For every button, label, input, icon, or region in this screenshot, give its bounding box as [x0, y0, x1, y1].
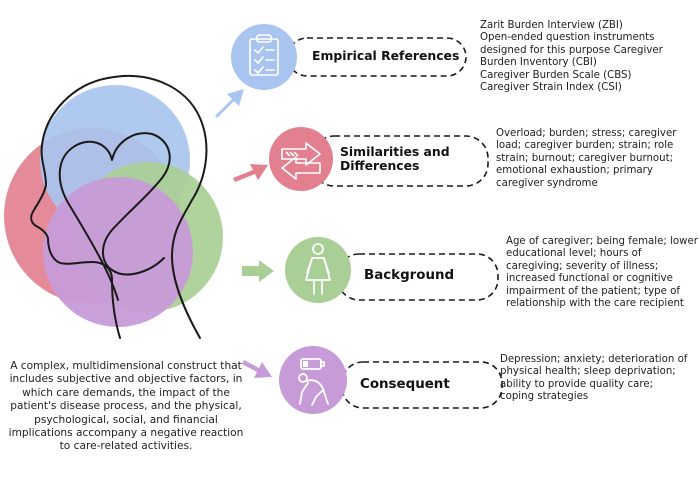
- empirical-line: Caregiver Burden Scale (CBS): [480, 69, 632, 81]
- background-circle: [285, 237, 351, 303]
- empirical-line: Caregiver Strain Index (CSI): [480, 82, 622, 94]
- background-line: educational level; hours of: [506, 248, 642, 260]
- consequent-line: coping strategies: [500, 391, 589, 403]
- arrow-icon-background: [242, 260, 274, 282]
- background-label: Background: [364, 268, 455, 283]
- consequent-line: ability to provide quality care;: [500, 378, 654, 390]
- similarities-label-line-2: Differences: [340, 158, 420, 173]
- similarities-text: Overload; burden; stress; caregiver load…: [496, 128, 696, 190]
- similarities-label-line-1: Similarities and: [340, 144, 450, 159]
- background-line: Age of caregiver; being female; lower: [506, 236, 698, 247]
- heart-icon: [58, 132, 171, 301]
- definition-text: A complex, multidimensional construct th…: [8, 360, 244, 453]
- consequent-text: Depression; anxiety; deterioration of ph…: [500, 354, 696, 404]
- clipboard-checklist-icon: [249, 34, 279, 76]
- background-line: caregiving; severity of illness;: [506, 260, 659, 272]
- section-icons: [231, 24, 351, 414]
- consequent-line: Depression; anxiety; deterioration of: [500, 354, 688, 365]
- background-text: Age of caregiver; being female; lower ed…: [506, 236, 698, 310]
- consequent-label: Consequent: [360, 377, 450, 392]
- similarities-line: Overload; burden; stress; caregiver: [496, 128, 677, 139]
- similarities-line: strain; burnout; caregiver burnout;: [496, 152, 674, 164]
- background-line: relationship with the care recipient: [506, 298, 684, 310]
- arrow-icon-similarities: [233, 164, 268, 182]
- opposing-arrows-icon: [281, 142, 321, 180]
- similarities-line: emotional exhaustion; primary: [496, 165, 653, 177]
- similarities-label: Similarities and Differences: [340, 145, 480, 173]
- exhausted-person-icon: [298, 358, 329, 406]
- empirical-circle: [231, 24, 297, 90]
- background-line: impairment of the patient; type of: [506, 285, 680, 297]
- empirical-references-label: Empirical References: [312, 48, 460, 63]
- arrow-icon-consequent: [242, 360, 272, 378]
- head-outline-icon: [30, 74, 208, 339]
- empirical-line: Open-ended question instruments: [480, 32, 655, 44]
- arrows: [215, 89, 274, 378]
- head-illustration: [4, 74, 223, 339]
- arrow-icon-empirical: [215, 89, 244, 118]
- empirical-label-box: [287, 37, 467, 77]
- similarities-line: caregiver syndrome: [496, 177, 598, 189]
- background-line: increased functional or cognitive: [506, 273, 673, 285]
- empirical-line: designed for this purpose Caregiver: [480, 44, 663, 56]
- woman-figure-icon: [305, 243, 331, 295]
- similarities-label-box: [311, 135, 489, 187]
- consequent-line: physical health; sleep deprivation;: [500, 366, 676, 378]
- empirical-line: Zarit Burden Interview (ZBI): [480, 20, 623, 31]
- empirical-line: Burden Inventory (CBI): [480, 57, 597, 69]
- purple-circle: [43, 177, 193, 327]
- similarities-line: load; caregiver burden; strain; role: [496, 140, 674, 152]
- empirical-references-text: Zarit Burden Interview (ZBI) Open-ended …: [480, 20, 694, 94]
